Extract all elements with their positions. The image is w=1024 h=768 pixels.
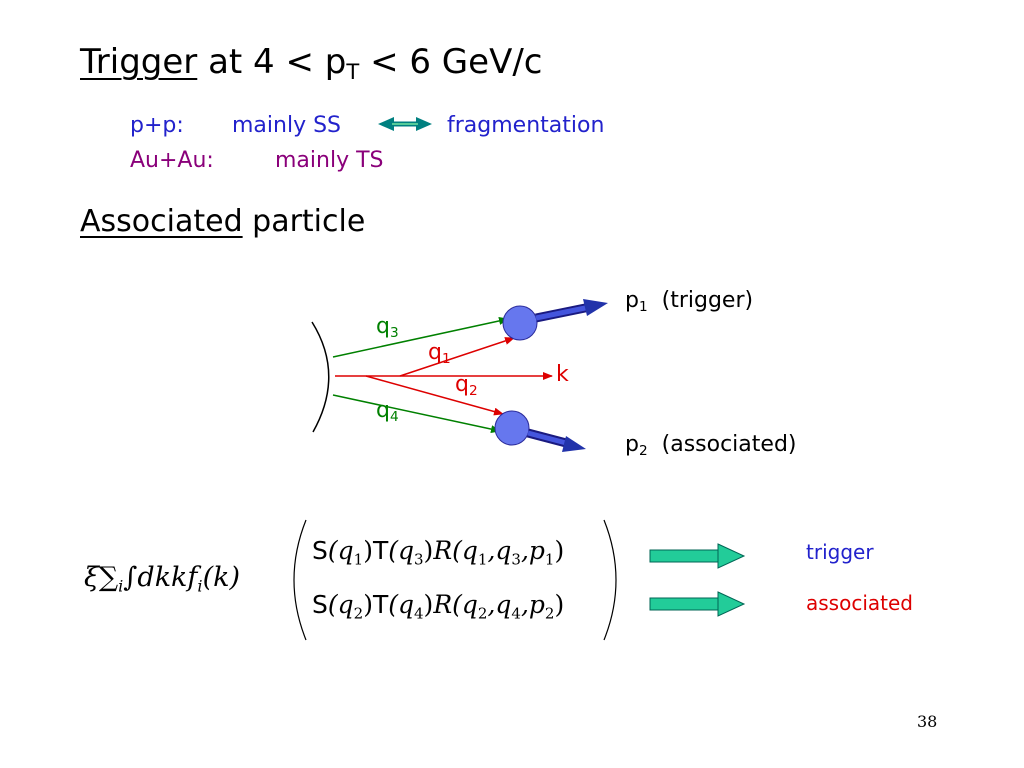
- title-range-start: at 4 < p: [197, 42, 347, 82]
- right-paren: [603, 519, 617, 641]
- pp-label: p+p:: [130, 113, 184, 138]
- source-curve: [311, 321, 330, 433]
- trigger-arrow-icon: [649, 543, 746, 569]
- title-trigger-word: Trigger: [80, 42, 198, 82]
- label-p2-associated: p2 (associated): [625, 432, 797, 459]
- slide-title: Trigger at 4 < pT < 6 GeV/c: [80, 42, 542, 84]
- associated-word: Associated: [80, 204, 243, 239]
- q3-line: [332, 317, 509, 358]
- associated-arrow-icon: [649, 591, 746, 617]
- pp-fragmentation: fragmentation: [447, 113, 605, 138]
- q1-line: [399, 337, 515, 377]
- equation-prefix: ξ∑i∫dkkfi(k): [84, 562, 241, 596]
- equation-row-trigger: S(q1)T(q3)R(q1,q3,p1): [312, 536, 565, 569]
- label-p1-trigger: p1 (trigger): [625, 288, 754, 315]
- label-associated: associated: [806, 591, 913, 615]
- label-q1: q1: [428, 340, 451, 367]
- p2-arrow-icon: [526, 428, 586, 452]
- label-q3: q3: [376, 314, 399, 341]
- particle-p2-ball: [494, 410, 530, 446]
- auau-label: Au+Au:: [130, 148, 214, 173]
- auau-mainly-ts: mainly TS: [275, 148, 384, 173]
- label-trigger: trigger: [806, 540, 874, 564]
- pp-mainly-ss: mainly SS: [232, 113, 342, 138]
- page-number: 38: [917, 712, 938, 731]
- p1-arrow-icon: [535, 299, 608, 323]
- title-subscript: T: [346, 58, 360, 84]
- double-arrow-icon: [378, 117, 432, 131]
- q2-line: [365, 375, 504, 416]
- label-q2: q2: [455, 372, 478, 399]
- title-range-end: < 6 GeV/c: [359, 42, 543, 82]
- associated-rest: particle: [242, 204, 366, 239]
- particle-p1-ball: [502, 305, 538, 341]
- label-k: k: [556, 362, 569, 387]
- q4-line: [332, 394, 501, 434]
- label-q4: q4: [376, 398, 399, 425]
- associated-heading: Associated particle: [80, 204, 365, 239]
- equation-row-associated: S(q2)T(q4)R(q2,q4,p2): [312, 590, 565, 623]
- left-paren: [293, 519, 307, 641]
